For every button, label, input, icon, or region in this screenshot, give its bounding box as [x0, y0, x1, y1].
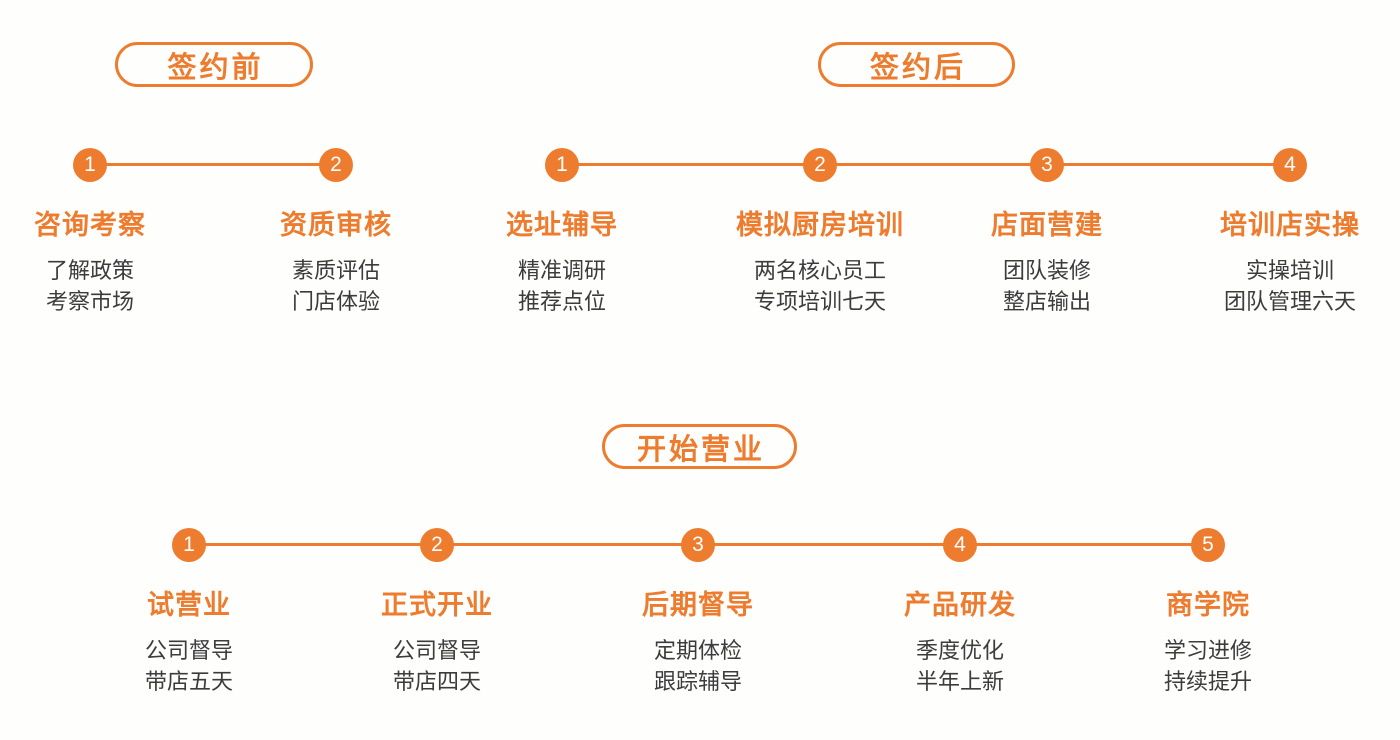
step-trial-operation: 试营业 公司督导 带店五天 — [69, 589, 309, 697]
step-desc-line: 公司督导 — [144, 638, 233, 663]
step-desc-line: 持续提升 — [1163, 669, 1252, 694]
step-title: 咨询考察 — [34, 210, 146, 240]
step-desc-line: 实操培训 — [1245, 258, 1334, 283]
step-number: 2 — [431, 532, 443, 556]
step-number: 1 — [84, 152, 96, 176]
step-desc-line: 门店体验 — [291, 289, 380, 314]
timeline-node-5: 5 — [1191, 528, 1225, 562]
step-qualification-review: 资质审核 素质评估 门店体验 — [216, 209, 456, 317]
step-title: 店面营建 — [991, 210, 1103, 240]
step-desc-line: 考察市场 — [45, 289, 134, 314]
step-title: 后期督导 — [642, 590, 754, 620]
step-desc-line: 团队装修 — [1002, 258, 1091, 283]
step-title: 资质审核 — [280, 210, 392, 240]
step-desc-line: 跟踪辅导 — [653, 669, 742, 694]
step-desc-line: 半年上新 — [915, 669, 1004, 694]
step-number: 4 — [954, 532, 966, 556]
step-desc-line: 精准调研 — [517, 258, 606, 283]
timeline-node-1: 1 — [172, 528, 206, 562]
step-mock-kitchen-training: 模拟厨房培训 两名核心员工 专项培训七天 — [700, 209, 940, 317]
step-number: 3 — [692, 532, 704, 556]
step-desc-line: 带店五天 — [144, 669, 233, 694]
timeline-node-3: 3 — [1030, 148, 1064, 182]
step-business-school: 商学院 学习进修 持续提升 — [1088, 589, 1328, 697]
step-title: 培训店实操 — [1220, 210, 1360, 240]
step-site-selection-coaching: 选址辅导 精准调研 推荐点位 — [442, 209, 682, 317]
timeline-connector-pre-signing — [90, 163, 336, 166]
timeline-node-4: 4 — [1273, 148, 1307, 182]
step-title: 正式开业 — [381, 590, 493, 620]
step-follow-up-supervision: 后期督导 定期体检 跟踪辅导 — [578, 589, 818, 697]
timeline-node-3: 3 — [681, 528, 715, 562]
section-label-opening: 开始营业 — [636, 433, 765, 466]
step-desc-line: 带店四天 — [392, 669, 481, 694]
step-training-store-practice: 培训店实操 实操培训 团队管理六天 — [1170, 209, 1400, 317]
step-desc-line: 专项培训七天 — [753, 289, 886, 314]
step-desc-line: 整店输出 — [1002, 289, 1091, 314]
timeline-node-2: 2 — [420, 528, 454, 562]
step-desc-line: 团队管理六天 — [1223, 289, 1356, 314]
timeline-connector-post-signing — [562, 163, 1290, 166]
section-badge-opening: 开始营业 — [602, 424, 797, 469]
timeline-node-4: 4 — [943, 528, 977, 562]
step-consultation-inspection: 咨询考察 了解政策 考察市场 — [0, 209, 210, 317]
step-title: 选址辅导 — [506, 210, 618, 240]
timeline-node-1: 1 — [545, 148, 579, 182]
step-number: 1 — [556, 152, 568, 176]
step-store-construction: 店面营建 团队装修 整店输出 — [927, 209, 1167, 317]
step-desc-line: 学习进修 — [1163, 638, 1252, 663]
step-grand-opening: 正式开业 公司督导 带店四天 — [317, 589, 557, 697]
step-desc-line: 推荐点位 — [517, 289, 606, 314]
step-number: 2 — [814, 152, 826, 176]
step-number: 3 — [1041, 152, 1053, 176]
step-title: 模拟厨房培训 — [736, 210, 904, 240]
step-desc-line: 公司督导 — [392, 638, 481, 663]
timeline-node-2: 2 — [803, 148, 837, 182]
step-number: 2 — [330, 152, 342, 176]
step-desc-line: 季度优化 — [915, 638, 1004, 663]
section-label-pre-signing: 签约前 — [167, 51, 264, 84]
step-number: 5 — [1202, 532, 1214, 556]
step-number: 4 — [1284, 152, 1296, 176]
step-desc-line: 了解政策 — [45, 258, 134, 283]
section-label-post-signing: 签约后 — [869, 51, 966, 84]
timeline-node-2: 2 — [319, 148, 353, 182]
step-desc-line: 两名核心员工 — [753, 258, 886, 283]
step-product-development: 产品研发 季度优化 半年上新 — [840, 589, 1080, 697]
step-title: 试营业 — [147, 590, 231, 620]
step-number: 1 — [183, 532, 195, 556]
timeline-node-1: 1 — [73, 148, 107, 182]
step-desc-line: 素质评估 — [291, 258, 380, 283]
step-title: 商学院 — [1166, 590, 1250, 620]
step-title: 产品研发 — [904, 590, 1016, 620]
section-badge-pre-signing: 签约前 — [115, 42, 313, 87]
step-desc-line: 定期体检 — [653, 638, 742, 663]
section-badge-post-signing: 签约后 — [818, 42, 1015, 87]
